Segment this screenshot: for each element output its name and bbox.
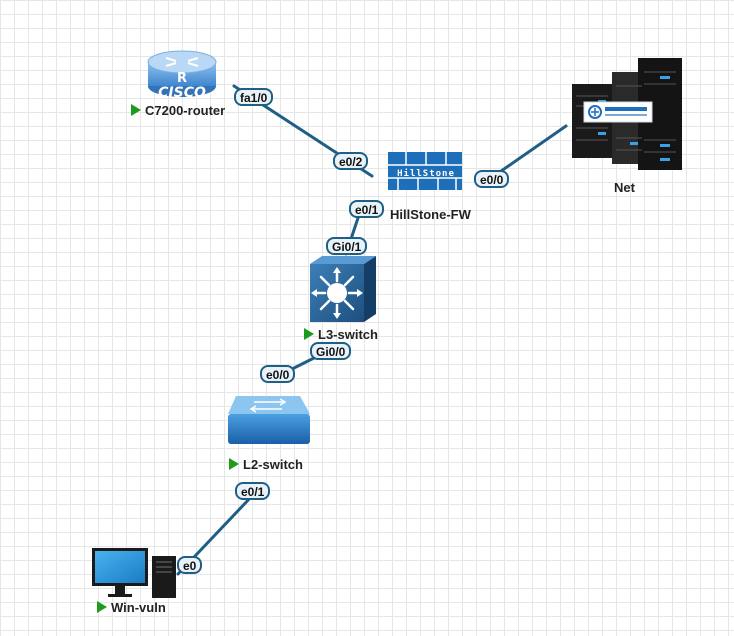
firewall-brand-text: HillStone [397,168,455,179]
running-indicator-icon [304,328,314,340]
port-label-l2-e0-0[interactable]: e0/0 [260,365,296,383]
port-label-fw-e0-1[interactable]: e0/1 [349,200,385,218]
port-label-fw-e0-0[interactable]: e0/0 [474,170,510,188]
port-label-win-e0[interactable]: e0 [177,556,203,574]
router-brand-text: CISCO [158,85,206,101]
router-icon[interactable]: R CISCO [147,50,217,101]
port-label-router-fa1-0[interactable]: fa1/0 [234,88,274,106]
running-indicator-icon [229,458,239,470]
port-label-fw-e0-2[interactable]: e0/2 [333,152,369,170]
node-label-router[interactable]: C7200-router [131,103,225,118]
l3-switch-icon[interactable] [310,256,376,322]
desktop-computer-icon[interactable] [92,548,176,598]
svg-text:R: R [177,71,187,86]
port-label-l2-e0-1[interactable]: e0/1 [235,482,271,500]
running-indicator-icon [97,601,107,613]
link-firewall-net[interactable] [492,124,568,178]
running-indicator-icon [131,104,141,116]
node-label-l3switch[interactable]: L3-switch [304,327,378,342]
node-label-net[interactable]: Net [614,180,635,195]
server-rack-icon[interactable] [572,58,682,170]
node-label-l2switch[interactable]: L2-switch [229,457,303,472]
port-label-l3-gi0-0[interactable]: Gi0/0 [310,342,352,360]
port-label-l3-gi0-1[interactable]: Gi0/1 [326,237,368,255]
firewall-icon[interactable]: HillStone [388,152,462,190]
node-label-winvuln[interactable]: Win-vuln [97,600,166,615]
l2-switch-icon[interactable] [228,396,310,444]
node-label-firewall[interactable]: HillStone-FW [390,207,471,222]
